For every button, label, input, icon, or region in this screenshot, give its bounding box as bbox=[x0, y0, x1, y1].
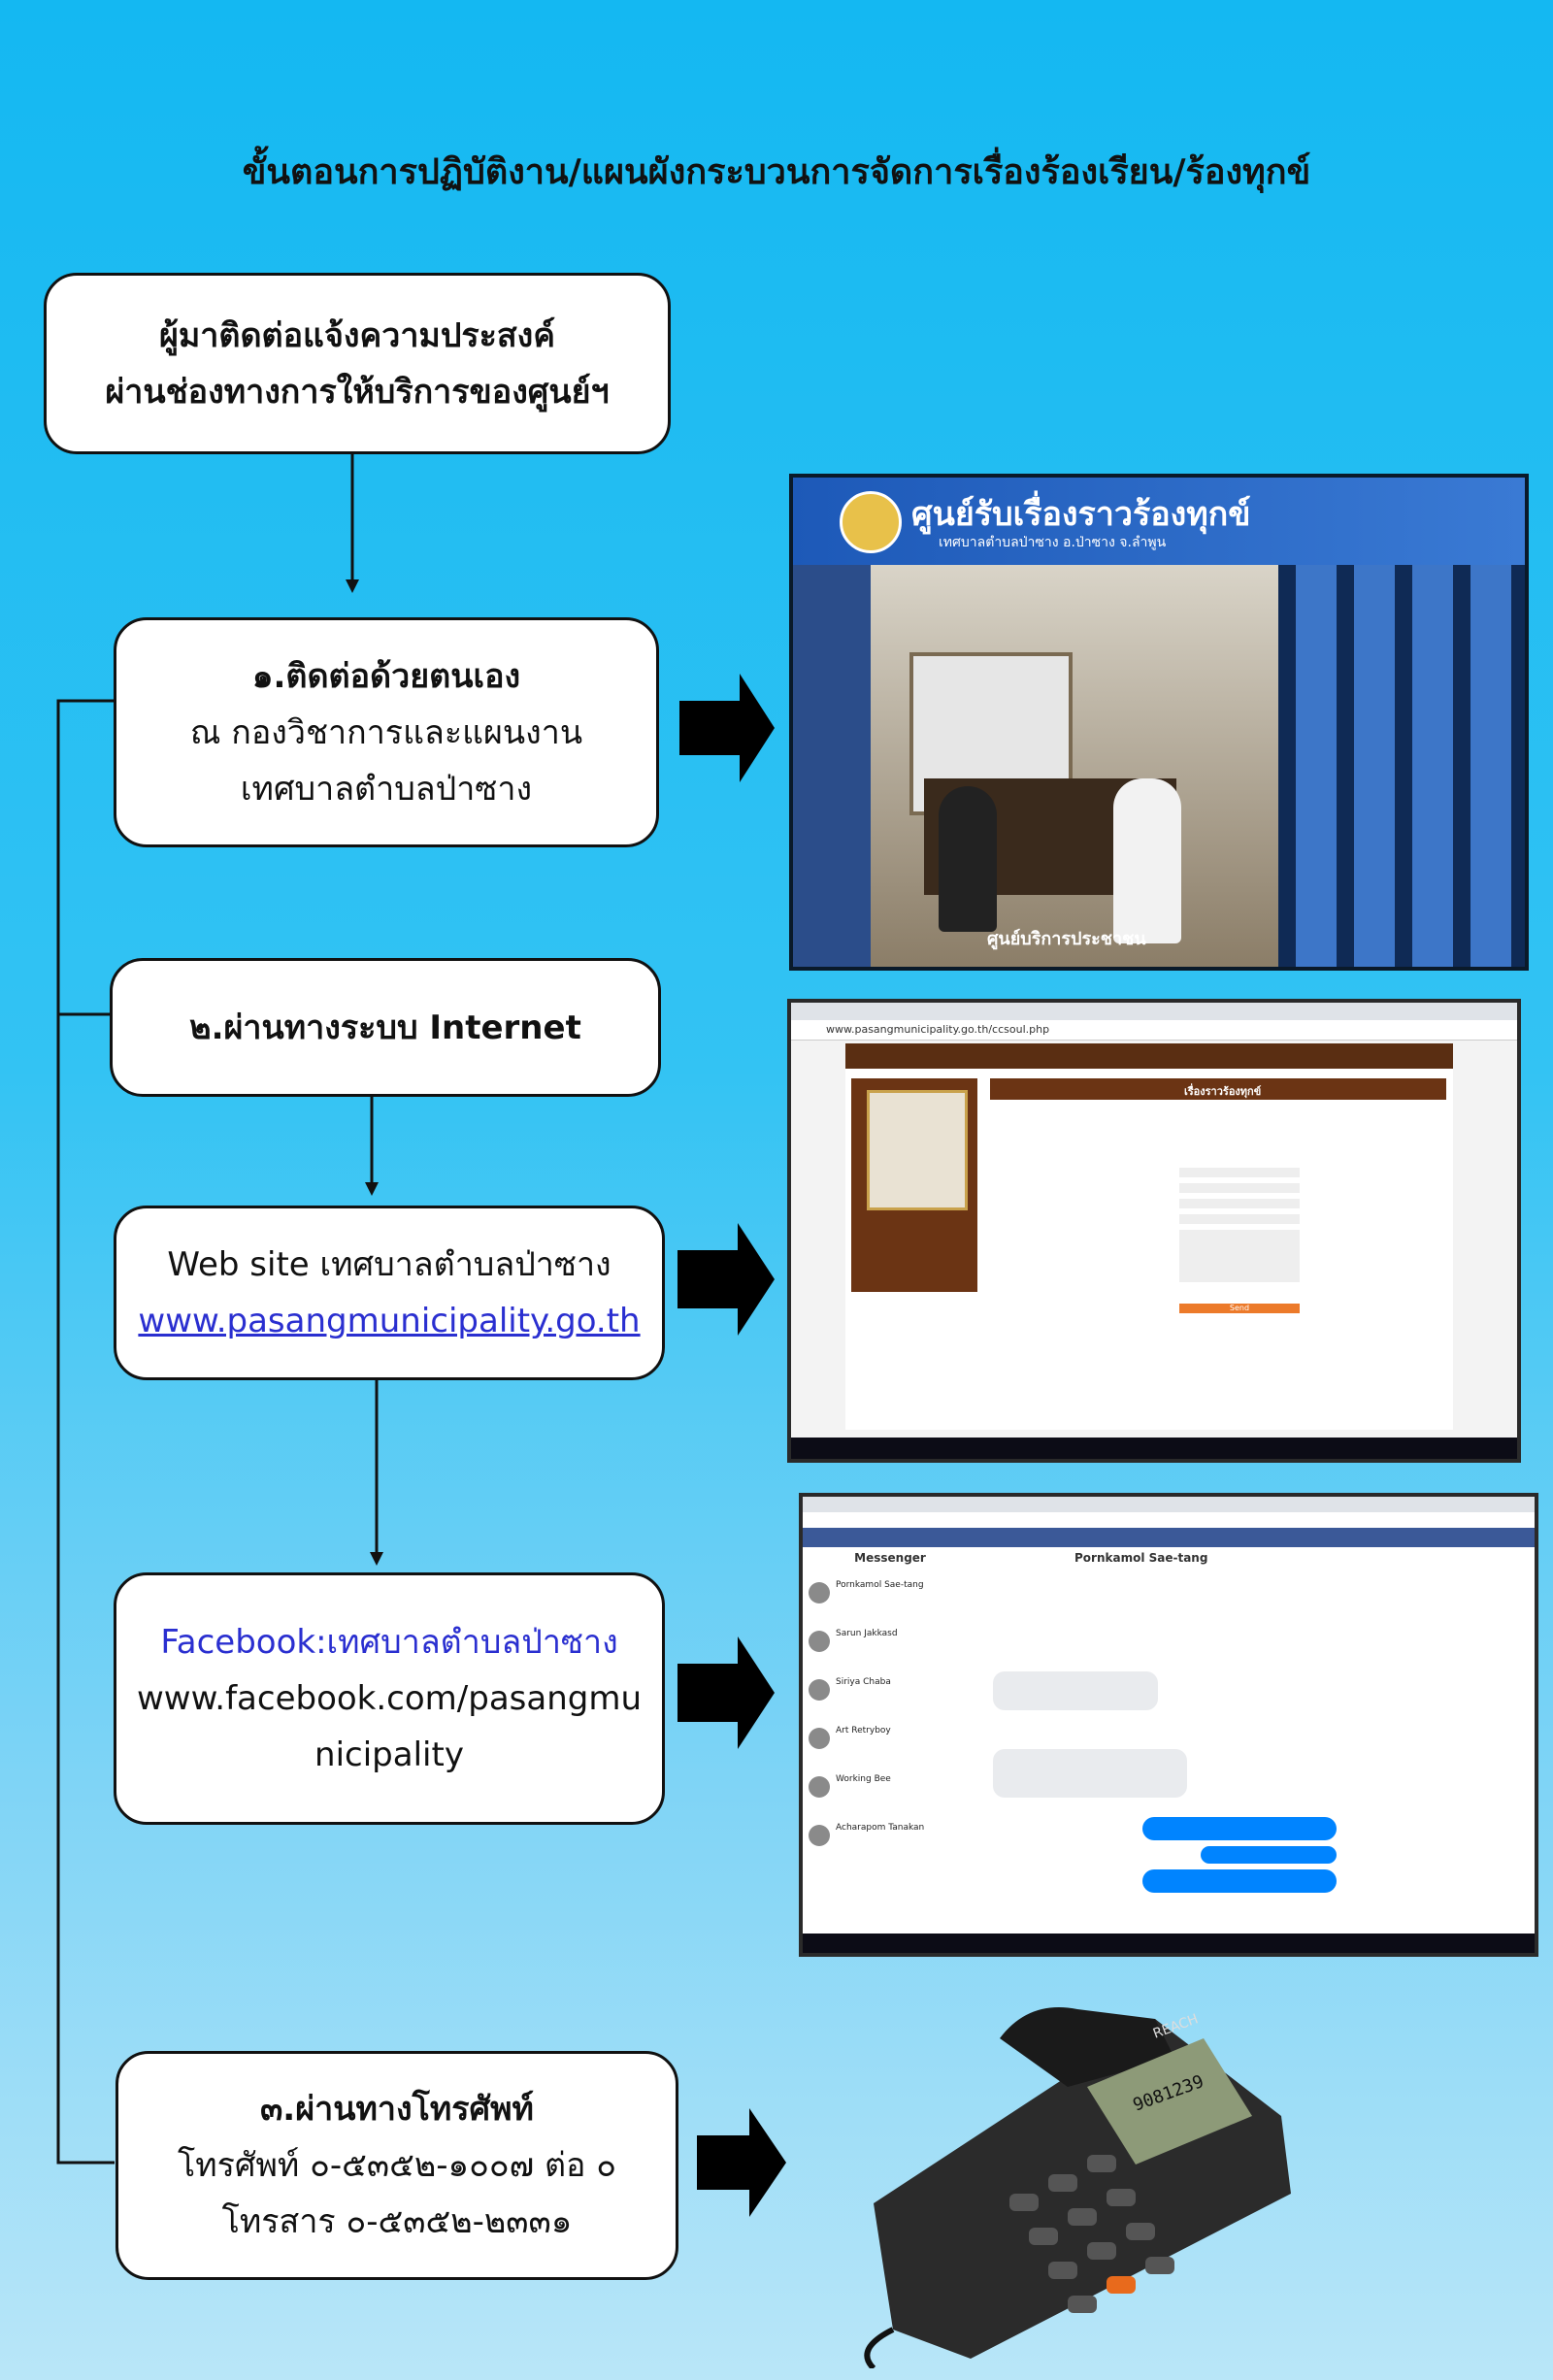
website-box: Web site เทศบาลตำบลป่าซาง www.pasangmuni… bbox=[114, 1206, 665, 1380]
avatar bbox=[809, 1776, 830, 1798]
form-submit-button[interactable]: Send bbox=[1179, 1304, 1300, 1313]
block-arrow-3 bbox=[677, 1636, 775, 1749]
left-bracket-line bbox=[56, 699, 115, 2165]
browser-address-bar[interactable]: www.pasangmunicipality.go.th/ccsoul.php bbox=[791, 1020, 1517, 1041]
outgoing-message-bubble bbox=[1142, 1869, 1337, 1893]
municipal-seal-icon bbox=[840, 491, 902, 553]
facebook-line-2: www.facebook.com/pasangmu bbox=[136, 1679, 643, 1718]
browser-address-bar-2[interactable] bbox=[803, 1512, 1535, 1529]
conversation-name: Acharapom Tanakan bbox=[836, 1823, 925, 1833]
site-nav-bar bbox=[845, 1043, 1453, 1069]
conversation-item[interactable]: Sarun Jakkasd bbox=[809, 1629, 983, 1677]
start-box: ผู้มาติดต่อแจ้งความประสงค์ ผ่านช่องทางกา… bbox=[44, 273, 671, 454]
channel1-line-2: ณ กองวิชาการและแผนงาน bbox=[189, 712, 583, 752]
incoming-message-bubble bbox=[993, 1671, 1158, 1710]
channel2-box: ๒.ผ่านทางระบบ Internet bbox=[110, 958, 661, 1097]
channel1-box: ๑.ติดต่อด้วยตนเอง ณ กองวิชาการและแผนงาน … bbox=[114, 617, 659, 847]
windows-taskbar-2 bbox=[803, 1934, 1535, 1953]
conversation-item[interactable]: Acharapom Tanakan bbox=[809, 1823, 983, 1871]
block-arrow-4 bbox=[697, 2108, 786, 2217]
start-line-2: ผ่านช่องทางการให้บริการของศูนย์ฯ bbox=[105, 372, 610, 412]
channel2-heading: ๒.ผ่านทางระบบ Internet bbox=[189, 1008, 581, 1047]
website-screenshot: www.pasangmunicipality.go.th/ccsoul.php … bbox=[787, 999, 1521, 1463]
website-line-1: Web site เทศบาลตำบลป่าซาง bbox=[167, 1245, 611, 1284]
block-arrow-2 bbox=[677, 1223, 775, 1336]
facebook-line-3: nicipality bbox=[314, 1735, 464, 1774]
office-sign-subtext: เทศบาลตำบลป่าซาง อ.ป่าซาง จ.ลำพูน bbox=[939, 535, 1167, 550]
chat-contact-name: Pornkamol Sae-tang bbox=[1074, 1551, 1208, 1565]
office-footer-text: ศูนย์บริการประชาชน bbox=[987, 929, 1146, 949]
website-link[interactable]: www.pasangmunicipality.go.th bbox=[138, 1302, 641, 1340]
conversation-item[interactable]: Working Bee bbox=[809, 1774, 983, 1823]
outgoing-message-bubble bbox=[1201, 1846, 1337, 1864]
conversation-item[interactable]: Pornkamol Sae-tang bbox=[809, 1580, 983, 1629]
channel1-line-3: เทศบาลตำบลป่าซาง bbox=[240, 769, 533, 809]
browser-tab-bar bbox=[791, 1003, 1517, 1020]
office-photo: ศูนย์รับเรื่องราวร้องทุกข์ เทศบาลตำบลป่า… bbox=[789, 474, 1529, 971]
office-sign-band bbox=[793, 478, 1525, 565]
browser-url: www.pasangmunicipality.go.th/ccsoul.php bbox=[826, 1023, 1050, 1036]
block-arrow-1 bbox=[679, 674, 775, 782]
avatar bbox=[809, 1582, 830, 1603]
office-sign-text: ศูนย์รับเรื่องราวร้องทุกข์ bbox=[911, 495, 1251, 534]
outgoing-message-bubble bbox=[1142, 1817, 1337, 1840]
channel3-box: ๓.ผ่านทางโทรศัพท์ โทรศัพท์ ๐-๕๓๕๒-๑๐๐๗ ต… bbox=[116, 2051, 678, 2280]
avatar bbox=[809, 1825, 830, 1846]
conversation-name: Pornkamol Sae-tang bbox=[836, 1580, 924, 1590]
windows-taskbar bbox=[791, 1438, 1517, 1459]
conversation-item[interactable]: Siriya Chaba bbox=[809, 1677, 983, 1726]
browser-tab-bar-2 bbox=[803, 1497, 1535, 1512]
conversation-name: Working Bee bbox=[836, 1774, 891, 1784]
incoming-message-bubble bbox=[993, 1749, 1187, 1798]
conversation-name: Siriya Chaba bbox=[836, 1677, 891, 1687]
facebook-line-1: Facebook:เทศบาลตำบลป่าซาง bbox=[160, 1623, 618, 1662]
form-header: เรื่องราวร้องทุกข์ bbox=[990, 1078, 1446, 1100]
conversation-item[interactable]: Art Retryboy bbox=[809, 1726, 983, 1774]
office-glass-panels bbox=[1278, 565, 1525, 967]
form-field-4[interactable] bbox=[1179, 1214, 1300, 1224]
channel1-heading: ๑.ติดต่อด้วยตนเอง bbox=[251, 656, 521, 696]
form-textarea[interactable] bbox=[1179, 1230, 1300, 1282]
start-line-1: ผู้มาติดต่อแจ้งความประสงค์ bbox=[158, 315, 556, 355]
channel3-heading: ๓.ผ่านทางโทรศัพท์ bbox=[260, 2090, 534, 2129]
person-right bbox=[1113, 778, 1181, 943]
messenger-title: Messenger bbox=[854, 1551, 926, 1565]
avatar bbox=[809, 1728, 830, 1749]
channel3-fax: โทรสาร ๐-๕๓๕๒-๒๓๓๑ bbox=[221, 2202, 573, 2241]
site-sidebar-profile bbox=[851, 1078, 977, 1292]
form-field-2[interactable] bbox=[1179, 1183, 1300, 1193]
form-field-3[interactable] bbox=[1179, 1199, 1300, 1208]
mayor-photo bbox=[867, 1090, 968, 1210]
page-title: ขั้นตอนการปฏิบัติงาน/แผนผังกระบวนการจัดก… bbox=[242, 152, 1311, 192]
messenger-screenshot: Messenger Pornkamol Sae-tang Pornkamol S… bbox=[799, 1493, 1538, 1957]
facebook-top-bar bbox=[803, 1528, 1535, 1547]
avatar bbox=[809, 1679, 830, 1701]
conversation-name: Art Retryboy bbox=[836, 1726, 891, 1735]
conversation-name: Sarun Jakkasd bbox=[836, 1629, 898, 1638]
facebook-box: Facebook:เทศบาลตำบลป่าซาง www.facebook.c… bbox=[114, 1572, 665, 1825]
conversation-list: Pornkamol Sae-tang Sarun Jakkasd Siriya … bbox=[809, 1580, 983, 1871]
form-title: เรื่องราวร้องทุกข์ bbox=[1184, 1085, 1262, 1098]
avatar bbox=[809, 1631, 830, 1652]
telephone-icon: 9081239 REACH bbox=[864, 2007, 1291, 2368]
person-left bbox=[939, 786, 997, 932]
channel3-phone: โทรศัพท์ ๐-๕๓๕๒-๑๐๐๗ ต่อ ๐ bbox=[177, 2146, 617, 2185]
form-field-1[interactable] bbox=[1179, 1168, 1300, 1177]
